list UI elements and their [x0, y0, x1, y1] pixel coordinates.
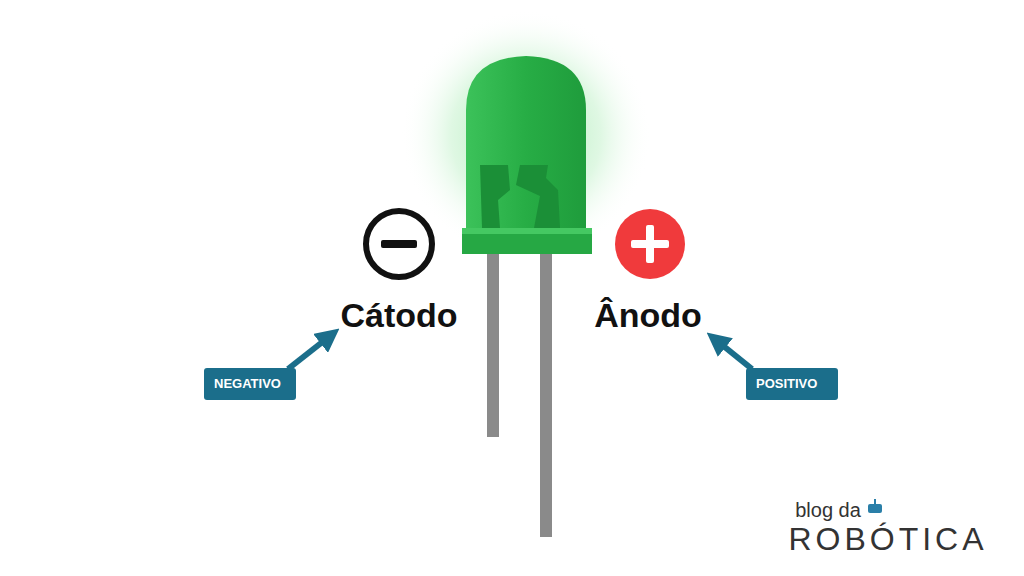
leader-arrow [716, 340, 752, 369]
minus-symbol [366, 211, 432, 277]
cathode-leg [487, 250, 499, 437]
callout-text: NEGATIVO [214, 376, 286, 392]
led-anvil [516, 165, 560, 228]
leader-arrow [288, 336, 330, 369]
logo-robot-antenna [874, 499, 876, 504]
minus-bar [381, 240, 417, 248]
led-rim-highlight [462, 228, 592, 234]
callout-text: POSITIVO [756, 376, 828, 392]
logo-wordmark: ROBÓTICA [788, 522, 987, 557]
part-name: Cátodo [340, 297, 457, 334]
led-rim [462, 228, 592, 254]
part-name: Ânodo [594, 297, 702, 334]
callout-box: NEGATIVO [204, 368, 296, 400]
plus-symbol [615, 209, 685, 279]
callout-box: POSITIVO [746, 368, 838, 400]
led-dome [466, 56, 586, 230]
anode-leg [540, 250, 552, 537]
logo-robot-icon [868, 504, 882, 513]
logo-text: blog da [795, 499, 861, 521]
plus-bar-v [646, 225, 654, 263]
led-glow [401, 10, 651, 260]
led-post [480, 165, 510, 228]
